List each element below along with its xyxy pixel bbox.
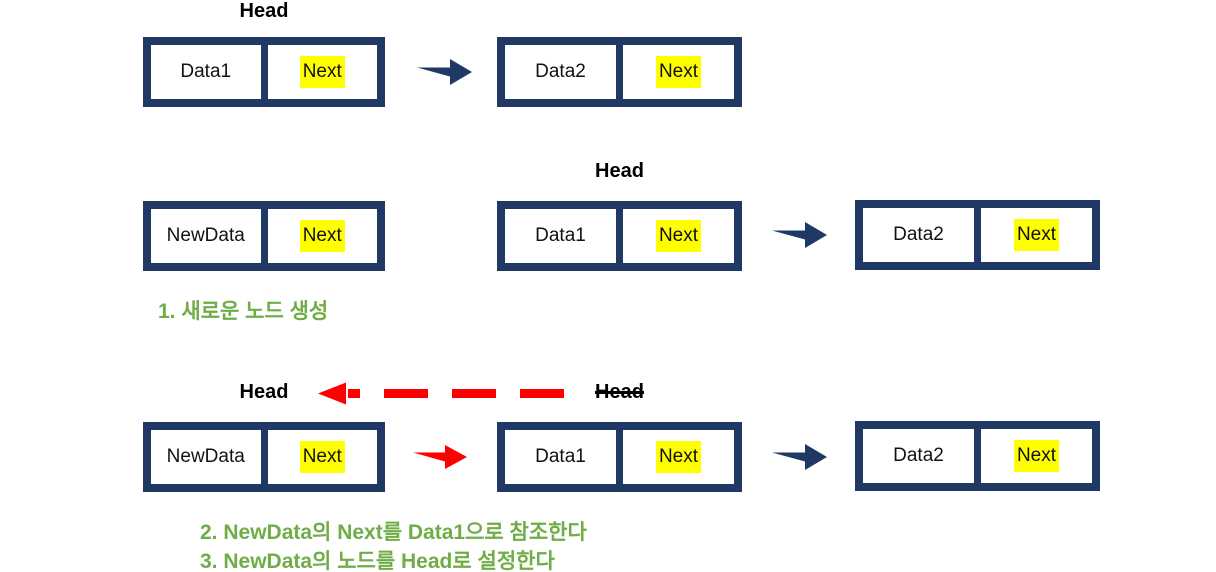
node-next-cell: Next bbox=[267, 430, 377, 484]
node-next-cell: Next bbox=[267, 209, 377, 263]
head-pointer-label-new: Head bbox=[239, 381, 289, 403]
node-next-label: Next bbox=[655, 56, 702, 88]
node-data1-row3: Data1 Next bbox=[497, 422, 742, 492]
node-data-cell: Data2 bbox=[863, 429, 974, 483]
node-data-label: Data1 bbox=[180, 61, 232, 82]
arrow-right-icon bbox=[772, 443, 827, 471]
node-next-cell: Next bbox=[267, 45, 377, 99]
node-data2-row3: Data2 Next bbox=[855, 421, 1100, 491]
node-newdata-row3: NewData Next bbox=[143, 422, 385, 492]
red-dashed-arrow-left-icon bbox=[318, 380, 564, 407]
node-data-label: Data2 bbox=[535, 61, 586, 82]
node-data-label: NewData bbox=[166, 446, 245, 467]
node-data-label: Data1 bbox=[535, 446, 586, 467]
caption-step1: 1. 새로운 노드 생성 bbox=[158, 300, 329, 323]
node-data2-row1: Data2 Next bbox=[497, 37, 742, 107]
node-data-label: Data2 bbox=[893, 224, 944, 245]
node-next-label: Next bbox=[1013, 440, 1060, 472]
node-data1-row2: Data1 Next bbox=[497, 201, 742, 271]
head-pointer-label-row2: Head bbox=[595, 160, 644, 182]
node-data-cell: Data2 bbox=[863, 208, 974, 262]
node-data-cell: Data1 bbox=[505, 209, 616, 263]
node-next-label: Next bbox=[299, 441, 345, 473]
node-next-cell: Next bbox=[981, 429, 1092, 483]
node-data-cell: NewData bbox=[151, 209, 261, 263]
node-data-label: Data1 bbox=[535, 225, 586, 246]
node-data-cell: Data2 bbox=[505, 45, 616, 99]
head-pointer-label-row1: Head bbox=[239, 0, 289, 22]
node-next-cell: Next bbox=[623, 45, 734, 99]
node-next-label: Next bbox=[655, 220, 702, 252]
node-next-cell: Next bbox=[623, 209, 734, 263]
red-arrow-right-icon bbox=[413, 444, 467, 470]
node-data-cell: NewData bbox=[151, 430, 261, 484]
node-next-label: Next bbox=[299, 56, 345, 88]
node-next-cell: Next bbox=[981, 208, 1092, 262]
node-next-label: Next bbox=[1013, 219, 1060, 251]
arrow-right-icon bbox=[417, 58, 472, 86]
node-data-cell: Data1 bbox=[505, 430, 616, 484]
caption-step3: 3. NewData의 노드를 Head로 설정한다 bbox=[200, 550, 555, 572]
node-newdata-row2: NewData Next bbox=[143, 201, 385, 271]
node-data1-row1: Data1 Next bbox=[143, 37, 385, 107]
node-next-cell: Next bbox=[623, 430, 734, 484]
head-pointer-label-old-strikethrough: Head bbox=[595, 381, 644, 403]
caption-step2: 2. NewData의 Next를 Data1으로 참조한다 bbox=[200, 521, 587, 544]
node-data-label: Data2 bbox=[893, 445, 944, 466]
arrow-right-icon bbox=[772, 221, 827, 249]
node-next-label: Next bbox=[655, 441, 702, 473]
node-data2-row2: Data2 Next bbox=[855, 200, 1100, 270]
node-data-cell: Data1 bbox=[151, 45, 261, 99]
node-data-label: NewData bbox=[166, 225, 245, 246]
node-next-label: Next bbox=[299, 220, 345, 252]
